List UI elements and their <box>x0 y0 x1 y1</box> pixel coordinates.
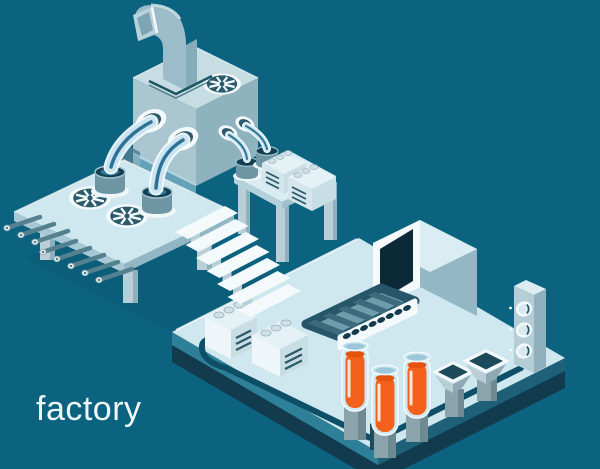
pedestal-side <box>458 389 464 417</box>
vent-lines <box>235 329 252 351</box>
buttons <box>293 164 319 178</box>
pedestal-side <box>420 412 428 442</box>
tube-large-2 <box>148 132 191 196</box>
funnel-right <box>486 364 506 384</box>
tower-dials <box>515 301 533 359</box>
caption: factory <box>36 390 142 428</box>
pedestal-side <box>358 404 366 440</box>
chimney-rim <box>150 6 159 34</box>
table-edge-highlight <box>13 159 235 213</box>
control-box-2 <box>252 319 308 377</box>
side-box-2 <box>288 164 336 211</box>
funnel-left <box>466 364 486 384</box>
platform-base-se <box>378 371 565 469</box>
box-top <box>252 321 308 349</box>
chimney-base-outline <box>148 74 213 96</box>
bottle-2 <box>371 364 399 458</box>
stair-treads <box>175 206 301 317</box>
fan-grille-2 <box>106 204 148 228</box>
tube-large-1 <box>103 114 159 175</box>
belt-stripes <box>307 291 409 337</box>
funnel-left <box>435 375 453 393</box>
signal-tower <box>509 280 546 373</box>
vent-lines <box>284 347 303 370</box>
side-table-legs <box>238 182 337 262</box>
chimney-side <box>186 39 197 91</box>
vent-lines <box>265 171 280 190</box>
platform-base-sw <box>172 345 378 469</box>
chimney-base-outline-2 <box>148 79 213 99</box>
pin-row-lower <box>39 238 135 284</box>
conveyor-opening <box>380 229 413 301</box>
buttons <box>213 301 245 319</box>
pedestal <box>344 404 358 440</box>
conveyor-belt <box>301 283 420 351</box>
funnel-right <box>453 375 471 393</box>
bottle-3 <box>403 351 431 442</box>
side-table-edge-sw <box>234 176 282 209</box>
tube-small-2 <box>242 122 271 153</box>
chimney-opening-inner <box>137 12 153 36</box>
staircase <box>175 206 301 317</box>
machine-front <box>133 78 196 186</box>
tower-top <box>514 280 546 295</box>
belt-rollers <box>342 305 411 339</box>
pedestal-side <box>491 375 497 401</box>
tube-small-1 <box>225 131 251 163</box>
pedestal-side <box>388 426 396 458</box>
pedestal <box>445 389 458 417</box>
hopper-bin-1 <box>432 361 474 417</box>
chimney-highlight <box>150 3 182 20</box>
rim-opening <box>438 364 468 380</box>
buttons <box>260 319 292 337</box>
buttons <box>267 150 293 164</box>
hopper-bin-2 <box>462 349 510 401</box>
rim-opening <box>469 352 503 370</box>
tower-bolts <box>509 306 512 352</box>
pedestal <box>406 412 420 442</box>
pin-row-upper <box>3 214 71 246</box>
exhaust-fan-top <box>203 73 241 95</box>
box-front <box>205 317 231 359</box>
bottle-1 <box>341 340 369 440</box>
vent-lines <box>291 186 307 205</box>
chimney <box>133 3 213 99</box>
nozzle-pins <box>3 214 135 284</box>
tower-side <box>534 289 546 373</box>
